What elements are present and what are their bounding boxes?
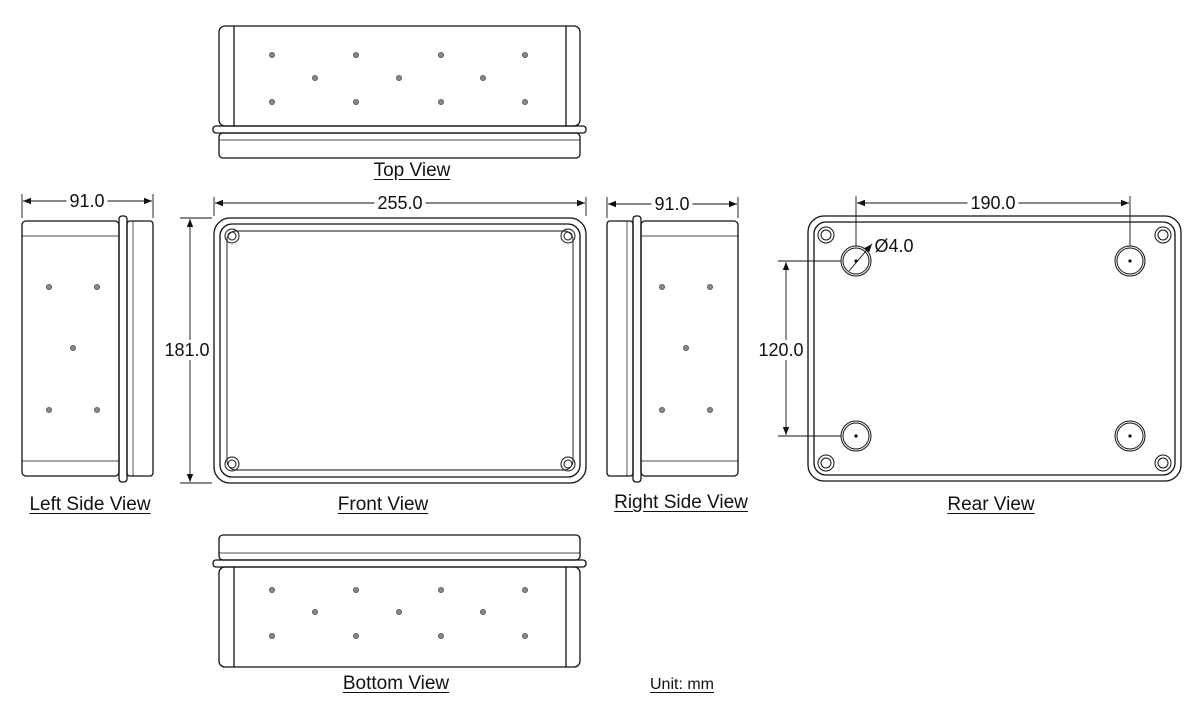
vertical-hole-spacing-label: 120.0 (755, 340, 807, 360)
rear-view-drawing (807, 215, 1182, 482)
height-dimension-label: 181.0 (161, 340, 213, 360)
horizontal-hole-spacing-label: 190.0 (967, 193, 1019, 213)
hole-diameter-label: Ø4.0 (874, 236, 914, 256)
left-side-view-drawing (21, 215, 154, 483)
unit-label: Unit: mm (650, 676, 714, 693)
bottom-view-drawing (212, 534, 587, 668)
top-view-caption: Top View (373, 160, 451, 181)
front-view-drawing (213, 217, 587, 484)
right-side-view-caption: Right Side View (614, 492, 748, 513)
left-depth-dimension-label: 91.0 (66, 191, 108, 211)
right-depth-dimension-label: 91.0 (651, 194, 693, 214)
top-view-drawing (212, 25, 587, 159)
dimension-lines (21, 194, 1131, 484)
rear-view-caption: Rear View (947, 494, 1035, 515)
left-side-view-caption: Left Side View (29, 494, 151, 515)
bottom-view-caption: Bottom View (342, 673, 450, 694)
front-view-caption: Front View (337, 494, 429, 515)
right-side-view-drawing (606, 215, 739, 483)
length-dimension-label: 255.0 (374, 193, 426, 213)
